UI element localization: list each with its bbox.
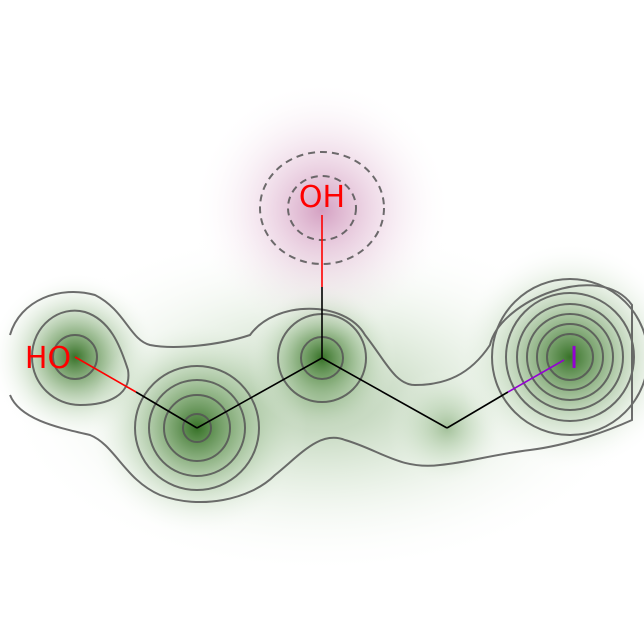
contour-c2-2 <box>148 379 246 477</box>
bonds <box>74 215 565 429</box>
bond-c4-i-iodine-half <box>507 359 565 393</box>
contour-i-1 <box>491 278 644 436</box>
outer-contour-lower <box>9 284 633 504</box>
contour-left-oh <box>30 309 130 407</box>
contour-lines <box>9 278 644 504</box>
contour-i-2 <box>505 292 635 422</box>
atom-label-iodine: I <box>570 341 579 376</box>
bond-c4-i-carbon-half <box>446 391 509 429</box>
bond-o1-c2-oxygen-half <box>74 356 137 393</box>
atom-label-ho: HO <box>25 341 71 376</box>
bond-c3-c4 <box>321 357 448 429</box>
bond-c2-c3 <box>196 357 323 429</box>
atom-labels: HO OH I <box>25 180 579 376</box>
contour-c2-1 <box>134 365 260 491</box>
bond-o1-c2-carbon-half <box>135 391 198 429</box>
contour-i-3 <box>516 303 624 411</box>
contour-i-4 <box>526 313 614 401</box>
density-blob-oh-top <box>192 80 452 340</box>
neg-contour-outer <box>259 151 385 265</box>
contour-c2-4 <box>182 413 212 443</box>
contour-i-5 <box>536 323 604 391</box>
contour-c2-3 <box>163 394 231 462</box>
atom-label-oh: OH <box>299 180 345 215</box>
contour-i-6 <box>546 333 594 381</box>
contour-left-oh-inner <box>52 334 98 380</box>
